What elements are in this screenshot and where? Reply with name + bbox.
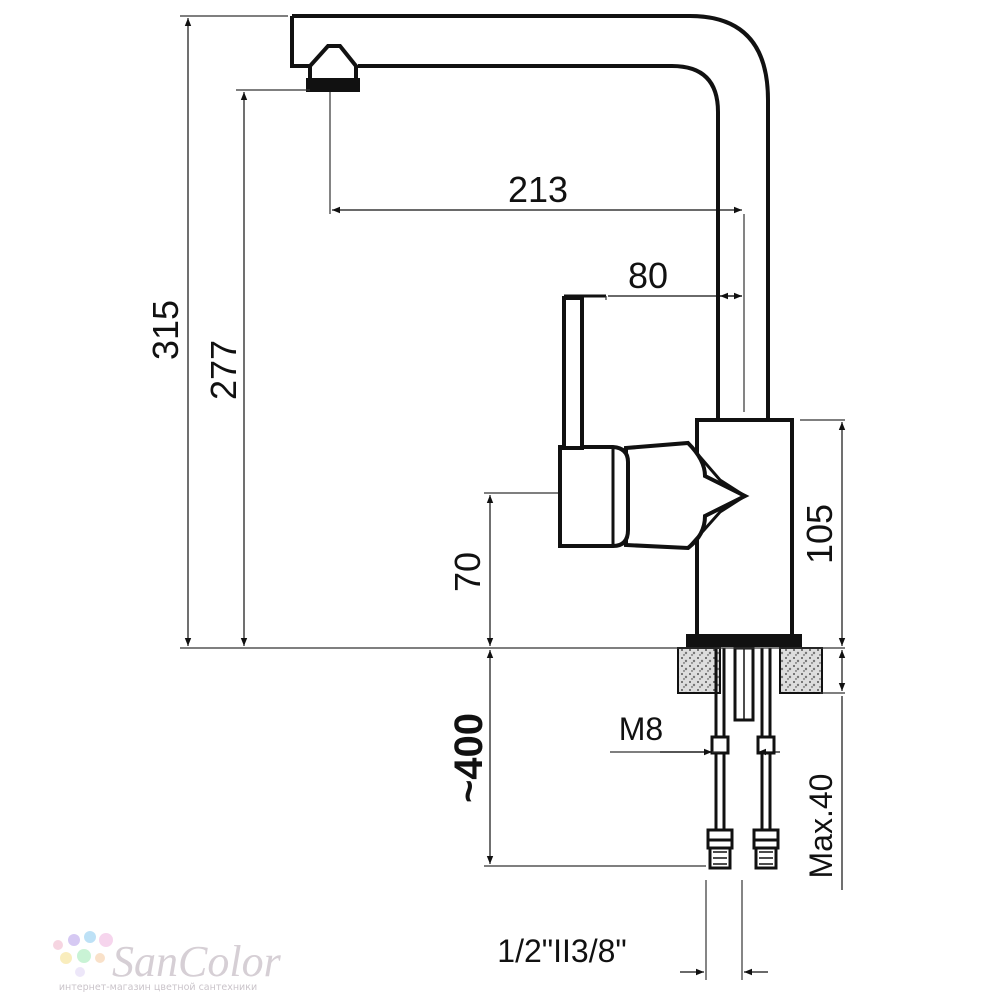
dim-hose-length: ~400 bbox=[447, 713, 491, 803]
dim-overall-height: 315 bbox=[145, 300, 186, 360]
brand-watermark: SanColor интернет-магазин цветной сантех… bbox=[53, 931, 282, 993]
dim-handle-height: 70 bbox=[447, 552, 488, 592]
color-dots-logo-icon bbox=[53, 931, 113, 977]
mounting-stud bbox=[733, 646, 755, 722]
dim-handle-offset: 80 bbox=[628, 255, 668, 296]
dim-body-height: 105 bbox=[799, 504, 840, 564]
aerator bbox=[306, 44, 360, 92]
brand-tagline: интернет-магазин цветной сантехники bbox=[59, 982, 257, 993]
supply-hoses bbox=[706, 648, 780, 870]
dim-spout-height: 277 bbox=[203, 340, 244, 400]
dim-max-counter: Max.40 bbox=[803, 774, 839, 879]
faucet-spout bbox=[290, 14, 770, 420]
brand-name: SanColor bbox=[112, 937, 282, 986]
dim-spout-reach: 213 bbox=[508, 169, 568, 210]
faucet-body bbox=[686, 418, 802, 647]
dimension-lines bbox=[184, 18, 846, 976]
countertop-section bbox=[677, 647, 823, 694]
dim-stud-thread: M8 bbox=[619, 711, 663, 747]
dim-connection-thread: 1/2"II3/8" bbox=[497, 933, 626, 969]
faucet-handle bbox=[558, 294, 750, 551]
